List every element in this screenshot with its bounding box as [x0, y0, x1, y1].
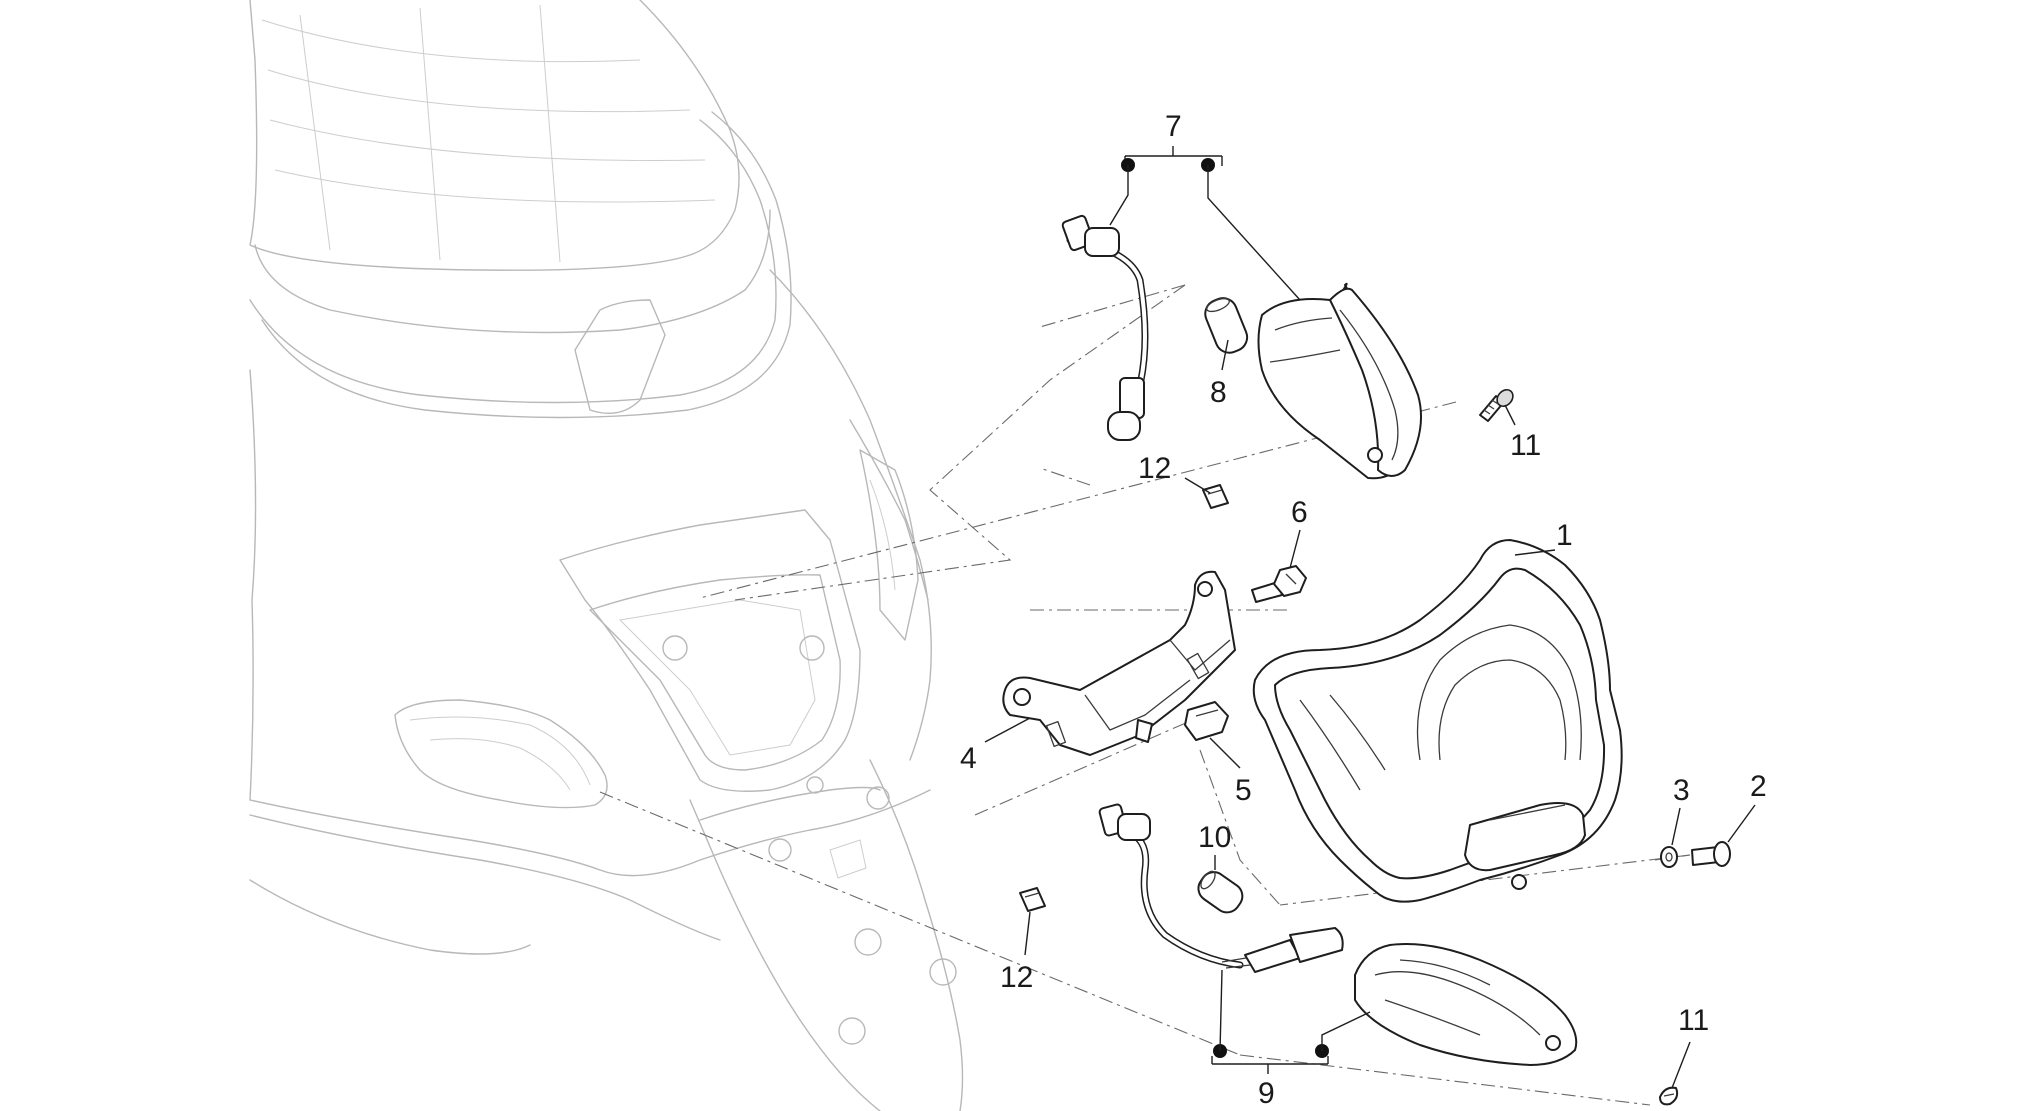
- scooter-rear-body: [249, 0, 964, 1111]
- license-light-bulb: [1204, 297, 1249, 354]
- callout-8: 8: [1210, 376, 1227, 409]
- screw-upper: [1479, 388, 1514, 422]
- callout-3: 3: [1673, 774, 1690, 807]
- license-light-lens: [1257, 282, 1422, 480]
- callout-10: 10: [1198, 821, 1231, 854]
- callout-labels: 1 2 3 4 5 6 7 8 9 10 11 11 12 12: [960, 110, 1767, 1110]
- callout-9: 9: [1258, 1077, 1275, 1110]
- callout-11-upper: 11: [1510, 429, 1541, 462]
- clip-nut-upper: [1202, 484, 1229, 509]
- spring-clip: [1184, 701, 1229, 741]
- washer: [1660, 846, 1678, 868]
- callout-12-lower: 12: [1000, 961, 1033, 994]
- tail-light-assembly: [1252, 539, 1623, 903]
- callout-6: 6: [1291, 496, 1308, 529]
- indicator-bulb: [1197, 870, 1244, 914]
- assembly-lines: [599, 284, 1691, 1106]
- clip-nut-lower: [1019, 887, 1046, 912]
- screw-lower: [1659, 1086, 1679, 1106]
- bracket-screw: [1251, 565, 1307, 603]
- indicator-lens: [1354, 943, 1578, 1066]
- license-light-harness: [1061, 214, 1149, 441]
- callout-5: 5: [1235, 774, 1252, 807]
- callout-1: 1: [1556, 519, 1573, 552]
- tail-light-screw: [1691, 841, 1731, 867]
- callout-2: 2: [1750, 770, 1767, 803]
- mounting-bracket: [1002, 570, 1236, 756]
- leader-lines: [984, 146, 1756, 1089]
- callout-4: 4: [960, 742, 977, 775]
- callout-12-upper: 12: [1138, 452, 1171, 485]
- callout-11-lower: 11: [1678, 1004, 1709, 1037]
- indicator-harness: [1098, 803, 1344, 973]
- callout-7: 7: [1165, 110, 1182, 143]
